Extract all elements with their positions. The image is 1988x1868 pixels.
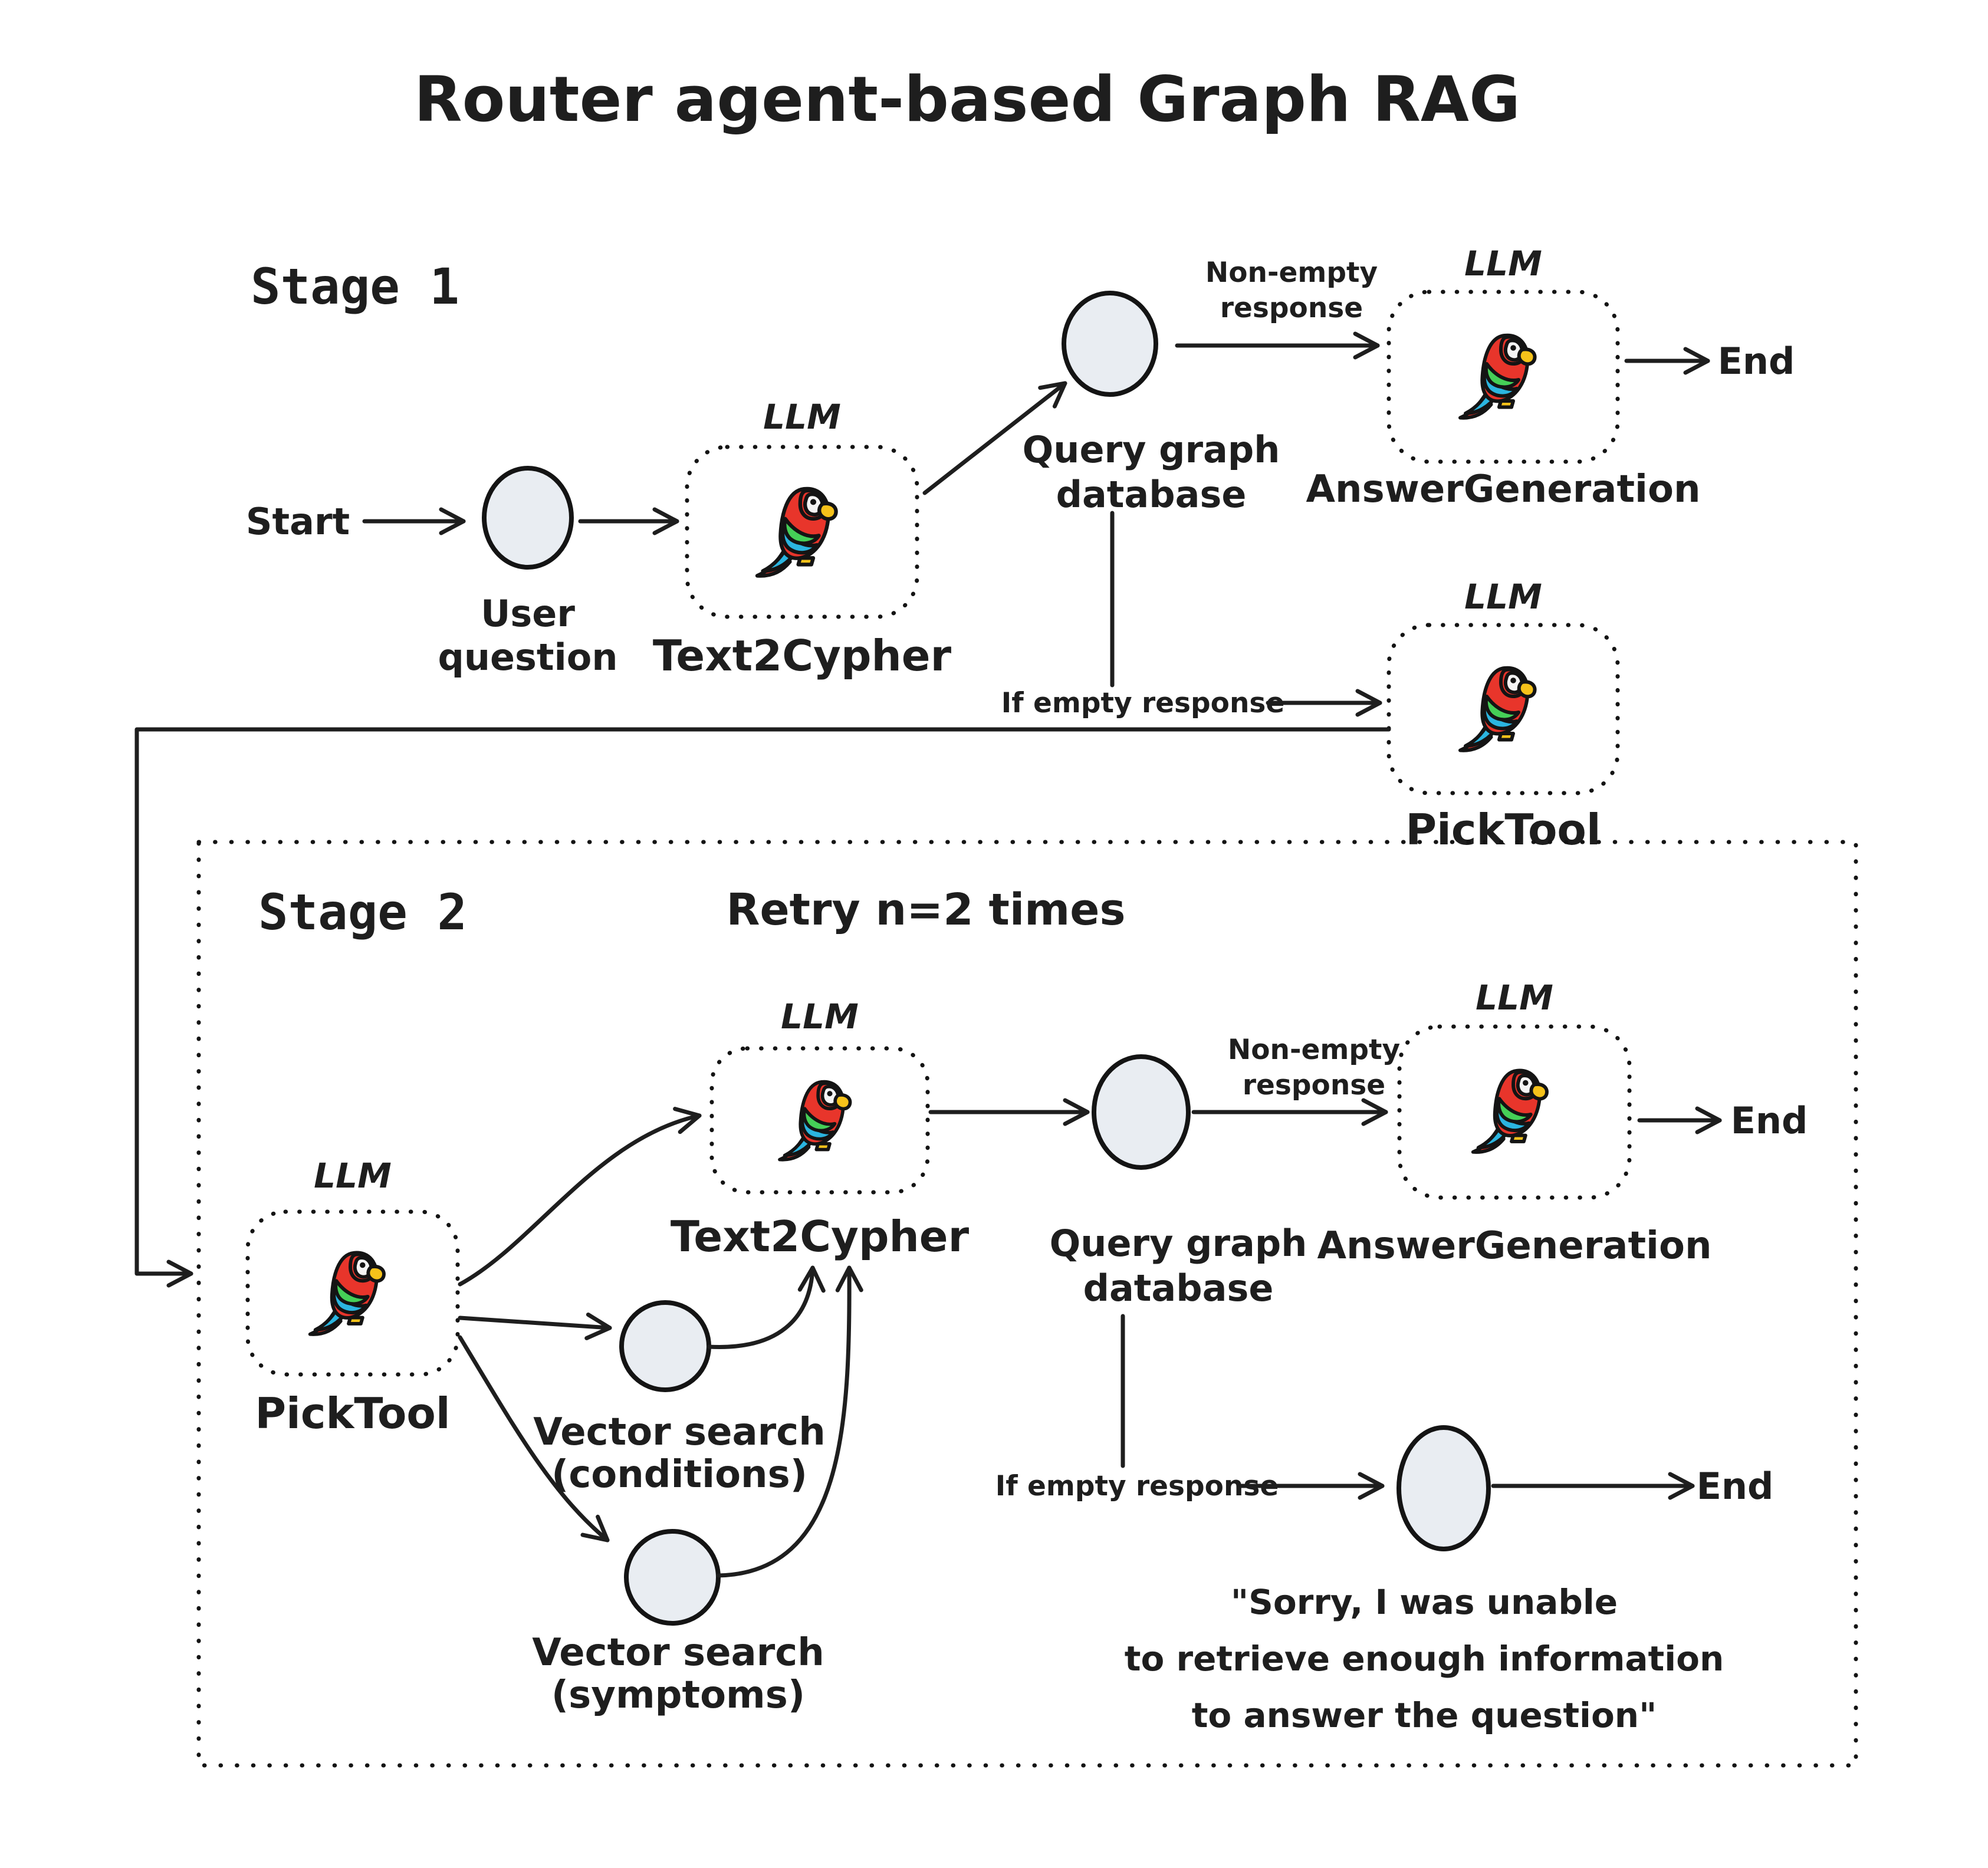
edge-symptoms-to-text2cypher [716,1265,863,1578]
parrot-icon [1473,1070,1547,1152]
stage1-picktool-label: PickTool [1405,805,1601,854]
stage2-non-empty-label-line2: response [1243,1069,1385,1101]
vector-conditions-node [619,1300,711,1392]
stage2-end2-label: End [1697,1465,1774,1508]
stage2-query-db-node [1092,1054,1191,1170]
stage2-answergen-box [1397,1024,1632,1200]
sorry-node [1396,1425,1491,1551]
user-question-label-line2: question [438,636,617,679]
sorry-quote-line2: to retrieve enough information [1125,1639,1724,1679]
stage1-non-empty-label-line2: response [1220,292,1363,324]
stage2-label: Stage 2 [258,883,467,941]
stage1-query-db-label-line2: database [1056,473,1247,516]
edge-text2cypher-to-querydb [922,381,1067,495]
stage2-end-label: End [1731,1099,1808,1142]
stage1-text2cypher-label: Text2Cypher [653,631,952,680]
stage2-query-db-label-line2: database [1083,1267,1274,1310]
stage2-text2cypher-llm-label: LLM [781,997,859,1037]
edge-picktool-to-vector-conditions [458,1313,612,1340]
user-question-node [482,466,574,570]
stage2-text2cypher-label: Text2Cypher [671,1212,970,1261]
user-question-label-line1: User [481,592,575,635]
vector-symptoms-node [624,1529,721,1626]
parrot-icon [780,1082,850,1160]
parrot-icon [310,1252,384,1334]
stage1-if-empty-label: If empty response [1001,687,1285,719]
vector-conditions-label-line2: (conditions) [551,1453,807,1497]
stage2-picktool-box [245,1209,460,1377]
sorry-quote-line3: to answer the question" [1192,1695,1657,1735]
stage2-picktool-llm-label: LLM [314,1156,392,1196]
stage1-text2cypher-llm-label: LLM [763,397,841,437]
stage1-query-db-label-line1: Query graph [1023,428,1280,471]
stage2-group: Stage 2 Retry n=2 times LLM PickTool LLM… [196,840,1858,1768]
sorry-quote-line1: "Sorry, I was unable [1231,1582,1618,1622]
vector-symptoms-label-line1: Vector search [532,1631,824,1675]
edge-picktool-to-text2cypher [458,1107,702,1287]
stage1-end-label: End [1718,340,1795,383]
stage2-answergen-llm-label: LLM [1476,978,1553,1018]
stage1-group: Stage 1 Start User question LLM Text2Cyp… [134,244,1795,1288]
stage1-answergen-label: AnswerGeneration [1306,468,1701,511]
vector-symptoms-label-line2: (symptoms) [551,1673,805,1717]
stage2-container-box [196,840,1858,1768]
stage2-if-empty-label: If empty response [995,1470,1279,1502]
stage1-answergen-llm-label: LLM [1464,244,1542,284]
edge-picktool-to-vector-symptoms [458,1335,610,1543]
vector-conditions-label-line1: Vector search [533,1410,826,1454]
parrot-icon [1460,336,1535,418]
stage1-picktool-llm-label: LLM [1464,577,1542,617]
parrot-icon [1460,668,1535,751]
page-title: Router agent-based Graph RAG [414,63,1520,136]
stage2-text2cypher-box [709,1046,930,1195]
edge-conditions-to-text2cypher [707,1265,826,1349]
stage2-query-db-label-line1: Query graph [1050,1222,1307,1265]
stage2-picktool-label: PickTool [255,1389,450,1438]
stage1-label: Stage 1 [251,258,459,315]
stage2-non-empty-label-line1: Non-empty [1228,1034,1400,1066]
parrot-icon [757,489,836,576]
edge-picktool-to-stage2 [134,727,1391,1288]
stage2-answergen-label: AnswerGeneration [1317,1224,1712,1268]
stage1-non-empty-label-line1: Non-empty [1205,256,1378,289]
stage1-query-db-node [1062,291,1158,397]
stage2-retry-label: Retry n=2 times [726,884,1125,935]
stage1-start-label: Start [246,500,350,543]
